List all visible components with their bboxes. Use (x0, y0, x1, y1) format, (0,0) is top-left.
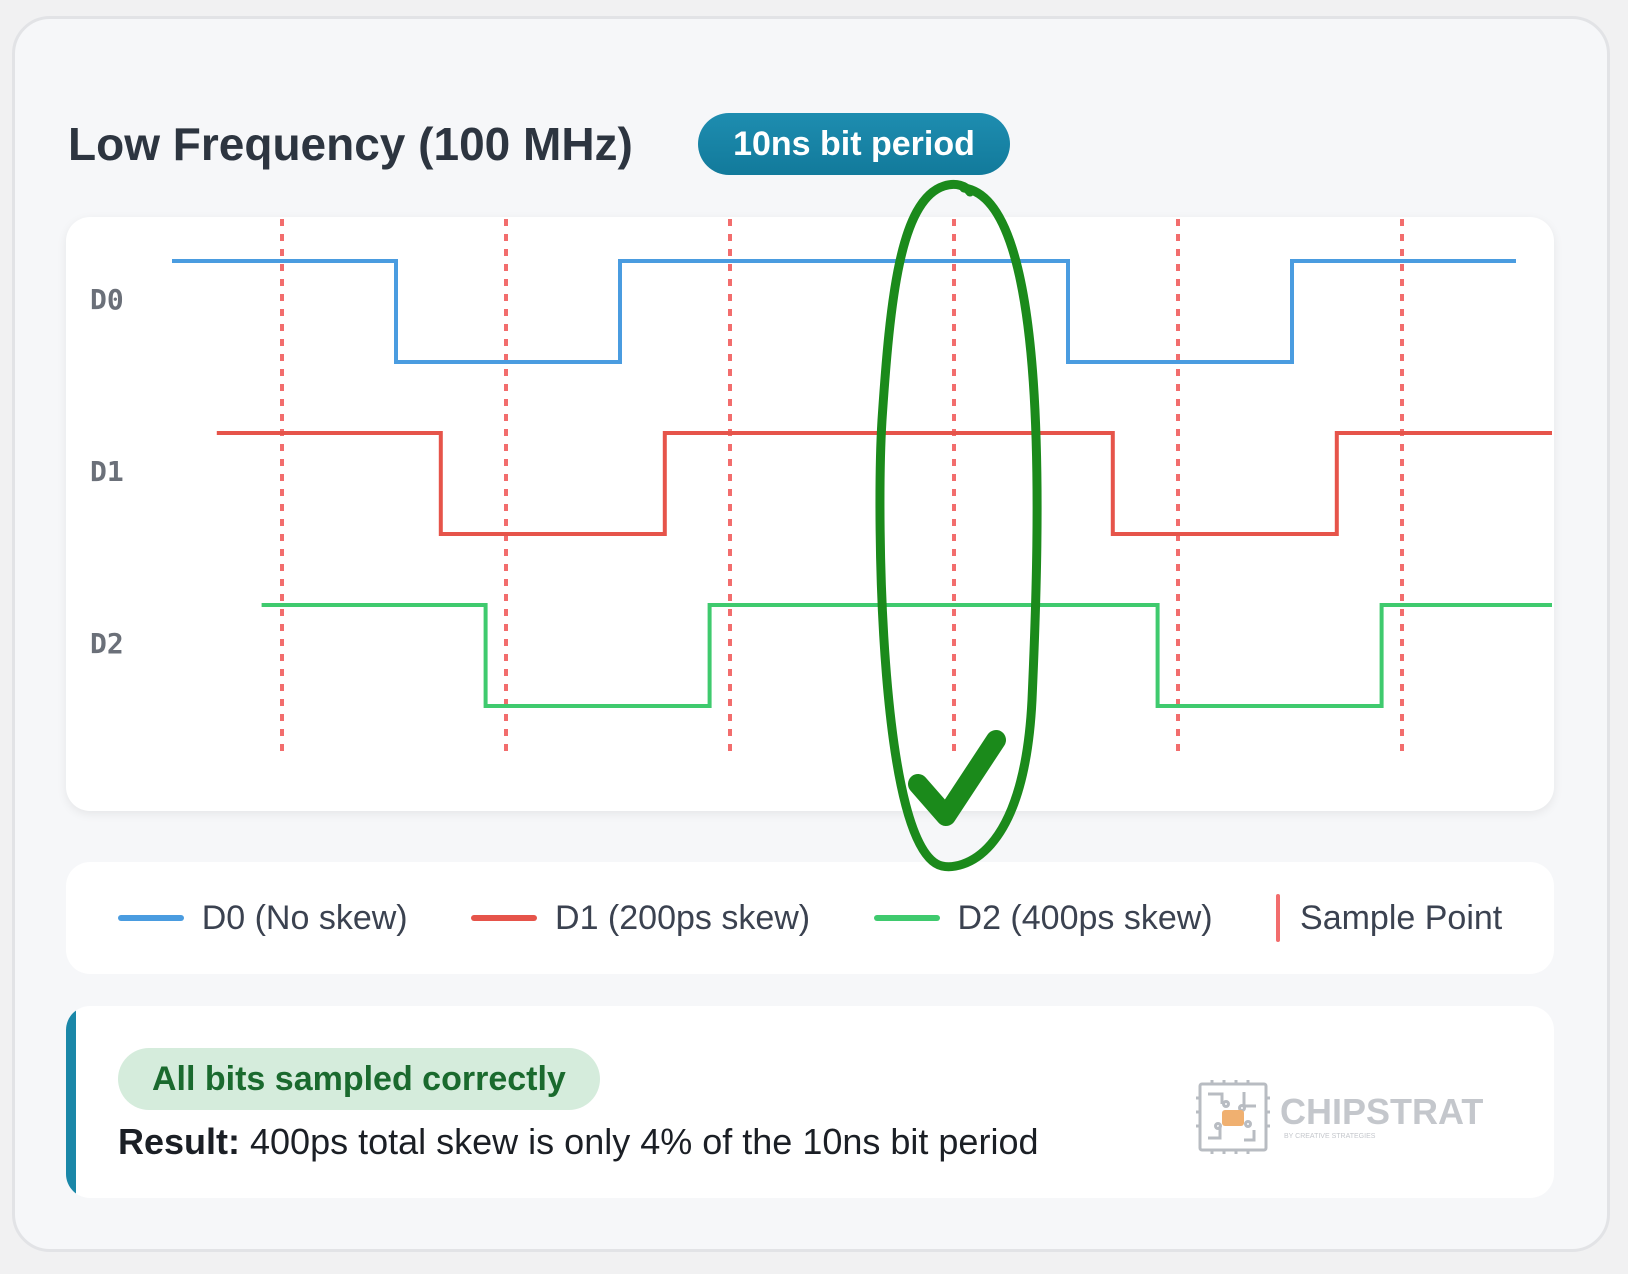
bit-period-badge: 10ns bit period (698, 113, 1010, 175)
row-label-d1: D1 (90, 455, 124, 488)
chart-title: Low Frequency (100 MHz) (68, 118, 633, 170)
checkmark-icon (908, 730, 1006, 826)
legend-label-d2: D2 (400ps skew) (957, 898, 1213, 937)
legend-item-d2: D2 (400ps skew) (873, 898, 1213, 938)
waveform-d2 (261, 603, 1552, 708)
legend-swatch-d1 (471, 915, 538, 921)
result-accent-bar (66, 1006, 76, 1198)
waveform-d1 (216, 431, 1552, 536)
legend-label-d1: D1 (200ps skew) (555, 898, 811, 937)
result-label: Result: (118, 1121, 241, 1162)
result-text: Result: 400ps total skew is only 4% of t… (118, 1118, 1038, 1166)
legend-swatch-d2 (873, 915, 940, 921)
legend-label-sample-point: Sample Point (1300, 898, 1503, 937)
legend: D0 (No skew) D1 (200ps skew) D2 (400ps s… (66, 862, 1554, 974)
result-description: 400ps total skew is only 4% of the 10ns … (240, 1121, 1039, 1162)
status-badge: All bits sampled correctly (118, 1048, 600, 1110)
highlight-ellipse (875, 179, 1042, 872)
legend-item-d0: D0 (No skew) (117, 898, 408, 938)
waveform-d0 (172, 259, 1516, 364)
row-label-d0: D0 (90, 283, 124, 316)
legend-item-d1: D1 (200ps skew) (471, 899, 810, 938)
result-panel: All bits sampled correctly Result: 400ps… (66, 1006, 1554, 1198)
logo-wordmark: CHIPSTRAT (1280, 1091, 1483, 1132)
legend-item-sample-point: Sample Point (1276, 894, 1502, 942)
legend-swatch-sample-point (1276, 894, 1281, 942)
logo-tagline: BY CREATIVE STRATEGIES (1284, 1133, 1376, 1140)
chipstrat-logo: CHIPSTRAT BY CREATIVE STRATEGIES (1194, 1078, 1514, 1158)
chip-logo-icon: CHIPSTRAT BY CREATIVE STRATEGIES (1196, 1080, 1483, 1154)
legend-swatch-d0 (117, 915, 184, 921)
legend-label-d0: D0 (No skew) (201, 898, 408, 937)
row-label-d2: D2 (90, 627, 124, 660)
